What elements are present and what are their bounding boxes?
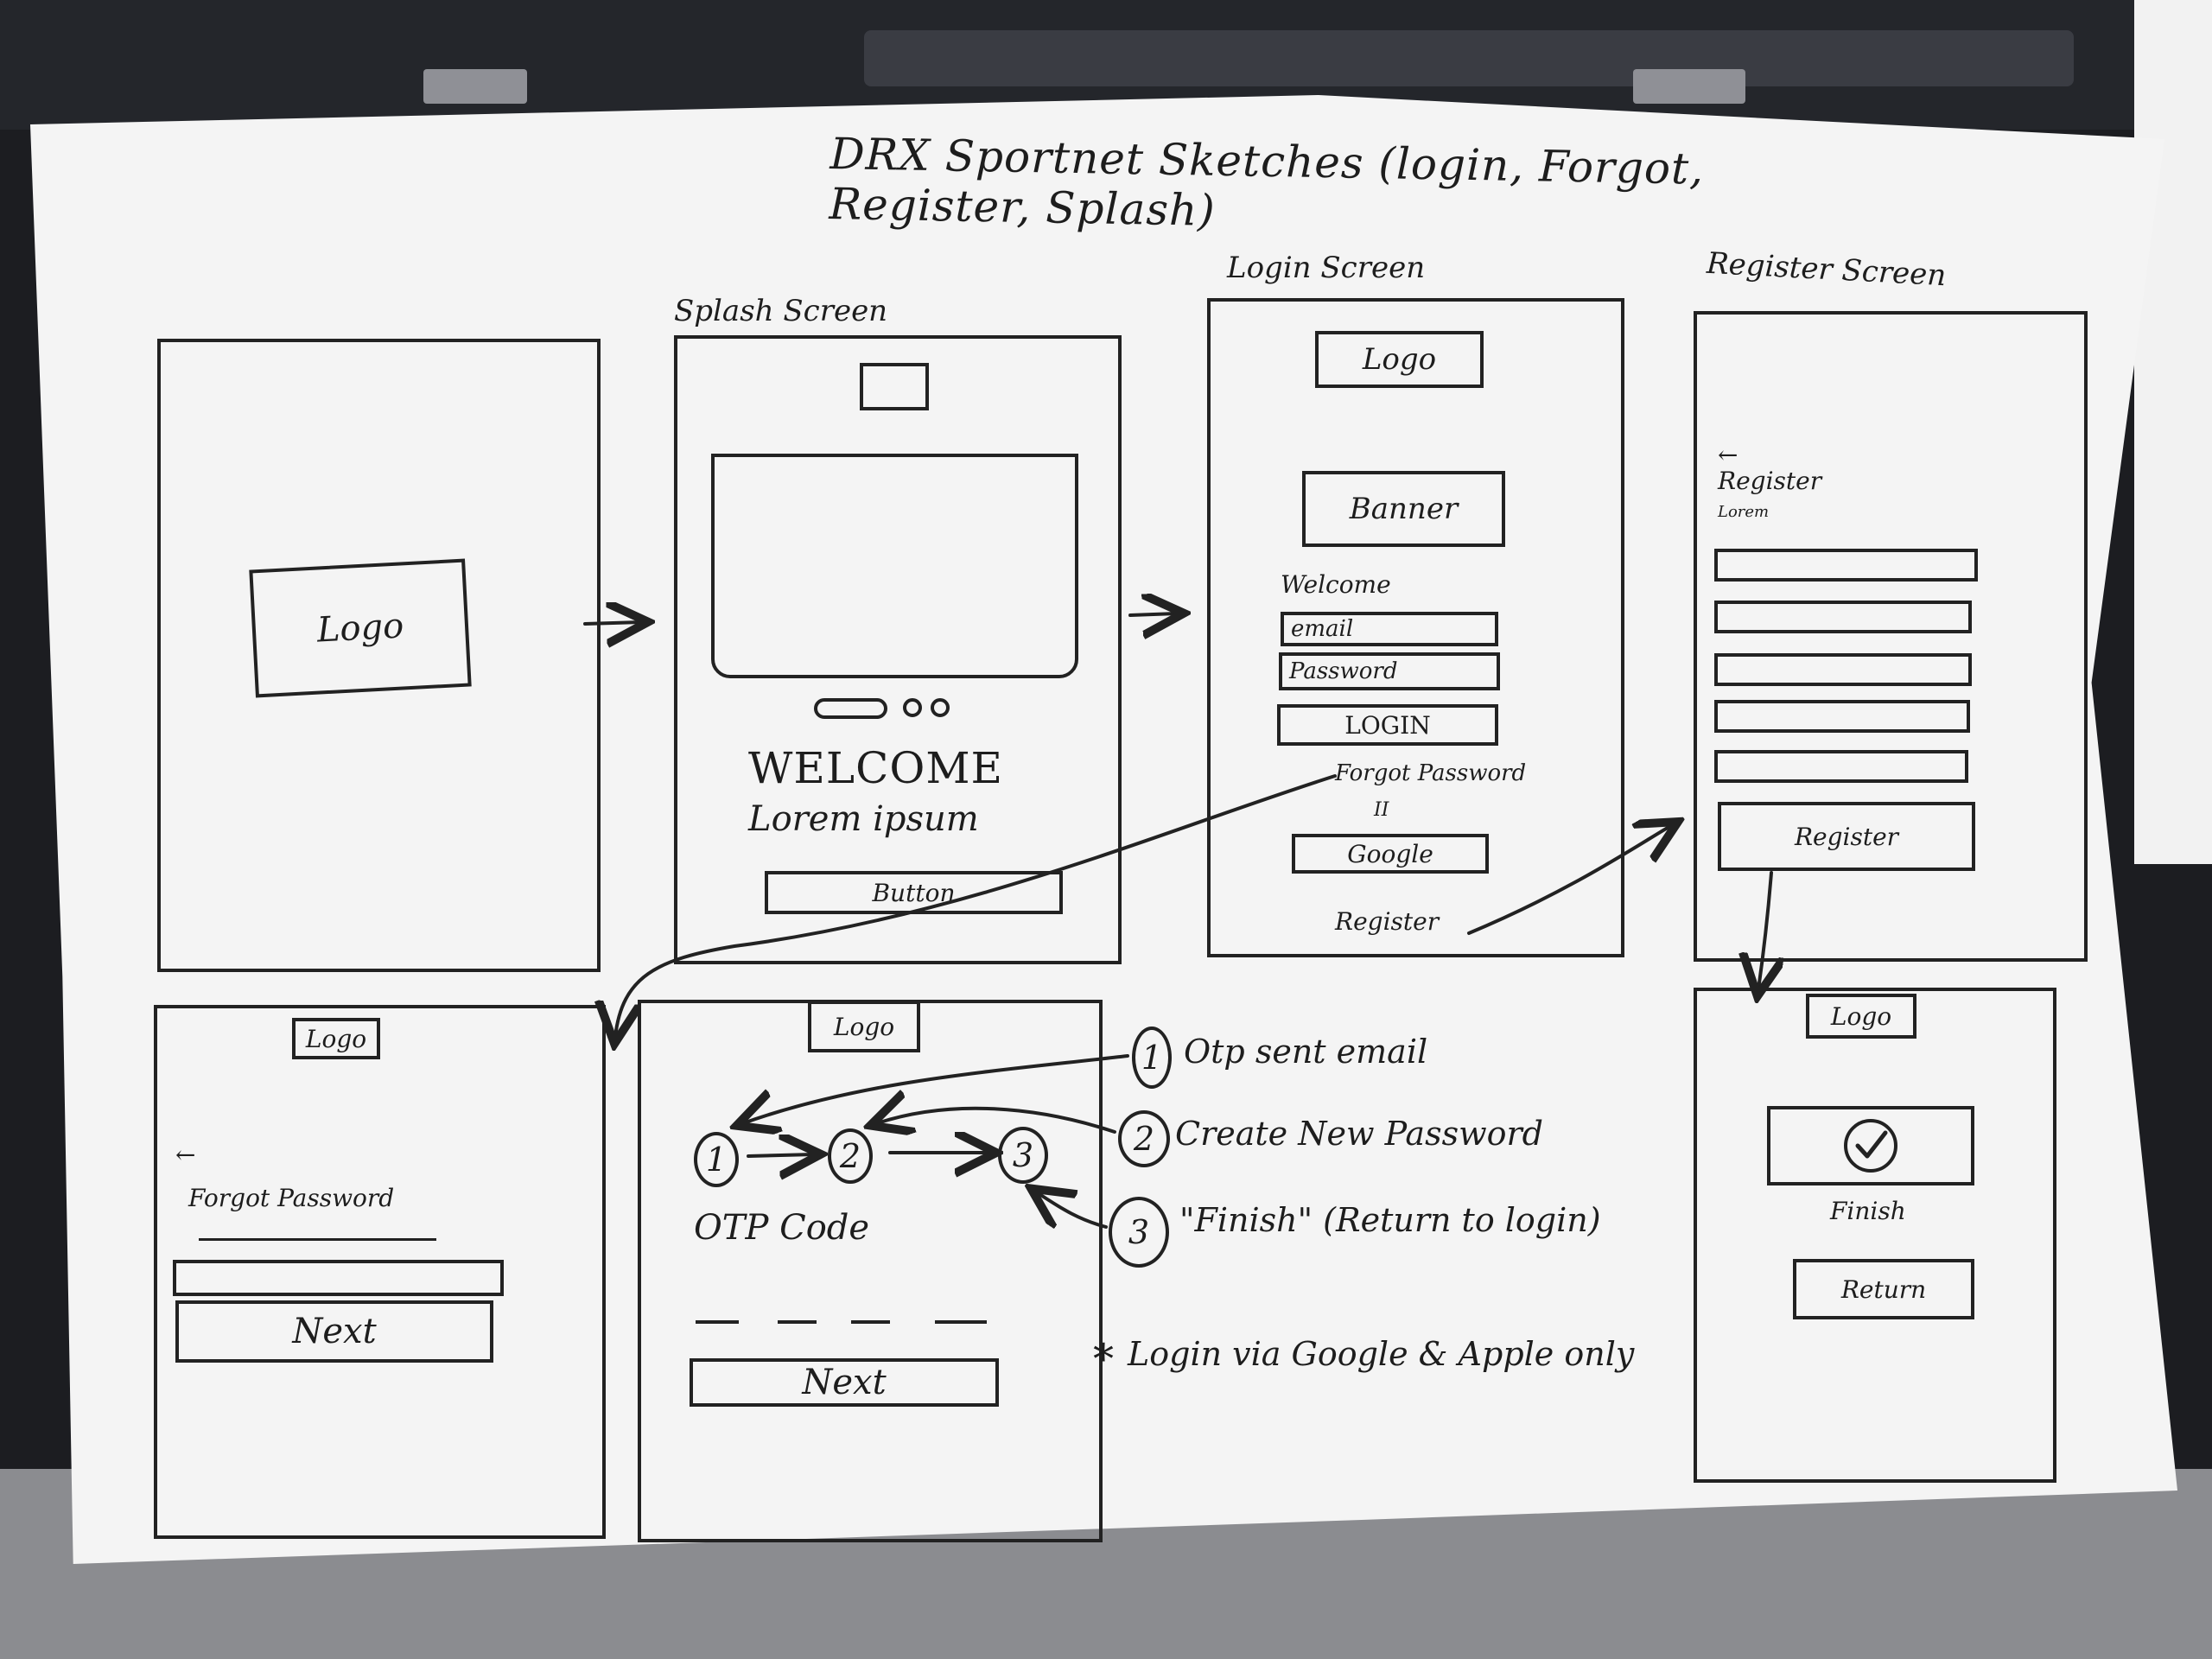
second-sheet-edge bbox=[2134, 0, 2212, 864]
otp-step-3: 3 bbox=[998, 1127, 1048, 1184]
note-star: * bbox=[1093, 1335, 1114, 1383]
otp-step-3-num: 3 bbox=[1012, 1136, 1034, 1174]
note-3: "Finish" (Return to login) bbox=[1179, 1201, 1601, 1239]
register-frame bbox=[1694, 311, 2088, 962]
register-lorem: Lorem bbox=[1718, 503, 1770, 521]
register-field-4[interactable] bbox=[1714, 700, 1970, 733]
carousel-dot[interactable] bbox=[903, 698, 922, 717]
hinge-right bbox=[1633, 69, 1745, 104]
logo-screen-logo-text: Logo bbox=[315, 606, 405, 651]
splash-button[interactable]: Button bbox=[765, 871, 1063, 914]
forgot-password-link[interactable]: Forgot Password bbox=[1335, 760, 1527, 786]
otp-step-1: 1 bbox=[694, 1132, 739, 1187]
login-heading: Login Screen bbox=[1227, 251, 1426, 285]
finish-check-box bbox=[1767, 1106, 1974, 1185]
login-frame bbox=[1207, 298, 1624, 957]
splash-welcome: WELCOME bbox=[748, 743, 1004, 793]
otp-digit-4[interactable] bbox=[935, 1320, 987, 1324]
finish-frame bbox=[1694, 988, 2056, 1483]
splash-button-label: Button bbox=[872, 878, 956, 907]
hinge-left bbox=[423, 69, 527, 104]
register-title: Register bbox=[1718, 467, 1822, 495]
splash-heading: Splash Screen bbox=[674, 294, 888, 328]
forgot-next-label: Next bbox=[292, 1312, 377, 1351]
otp-next-label: Next bbox=[802, 1363, 887, 1402]
note-4: Login via Google & Apple only bbox=[1128, 1335, 1635, 1373]
laptop-edge bbox=[864, 30, 2074, 86]
email-field[interactable]: email bbox=[1281, 612, 1498, 646]
login-welcome: Welcome bbox=[1281, 570, 1391, 599]
forgot-subtitle-line bbox=[199, 1238, 436, 1241]
splash-lorem: Lorem ipsum bbox=[748, 799, 979, 839]
note-1-num-text: 1 bbox=[1141, 1039, 1163, 1077]
splash-top-logo bbox=[860, 363, 929, 410]
register-field-5[interactable] bbox=[1714, 750, 1968, 783]
note-3-num-text: 3 bbox=[1128, 1213, 1150, 1251]
otp-logo-box: Logo bbox=[808, 1001, 920, 1052]
otp-digit-3[interactable] bbox=[851, 1320, 890, 1324]
forgot-frame bbox=[154, 1005, 606, 1539]
finish-logo-box: Logo bbox=[1806, 994, 1916, 1039]
note-1: Otp sent email bbox=[1184, 1033, 1428, 1071]
password-field[interactable]: Password bbox=[1279, 652, 1500, 690]
otp-logo-text: Logo bbox=[833, 1012, 895, 1041]
note-2-num: 2 bbox=[1118, 1110, 1170, 1167]
login-logo-text: Logo bbox=[1362, 342, 1437, 377]
register-field-3[interactable] bbox=[1714, 653, 1972, 686]
check-icon bbox=[1844, 1119, 1897, 1173]
register-link[interactable]: Register bbox=[1335, 907, 1440, 936]
register-field-1[interactable] bbox=[1714, 549, 1978, 582]
splash-image bbox=[711, 454, 1078, 678]
login-button[interactable]: LOGIN bbox=[1277, 704, 1498, 746]
otp-digit-2[interactable] bbox=[778, 1320, 817, 1324]
finish-return-button[interactable]: Return bbox=[1793, 1259, 1974, 1319]
note-2: Create New Password bbox=[1175, 1115, 1543, 1153]
finish-label: Finish bbox=[1830, 1197, 1906, 1225]
register-button-label: Register bbox=[1794, 822, 1899, 851]
logo-screen-frame bbox=[157, 339, 601, 972]
forgot-logo-text: Logo bbox=[305, 1024, 367, 1053]
forgot-next-button[interactable]: Next bbox=[175, 1300, 493, 1363]
email-field-placeholder: email bbox=[1291, 616, 1354, 642]
google-login-label: Google bbox=[1347, 839, 1433, 868]
note-3-num: 3 bbox=[1109, 1197, 1169, 1268]
google-login-button[interactable]: Google bbox=[1292, 834, 1489, 874]
logo-screen-logo-box: Logo bbox=[249, 558, 472, 698]
otp-next-button[interactable]: Next bbox=[690, 1358, 999, 1407]
login-or-divider: II bbox=[1374, 799, 1389, 821]
register-button[interactable]: Register bbox=[1718, 802, 1975, 871]
otp-frame bbox=[638, 1000, 1103, 1542]
carousel-dot[interactable] bbox=[931, 698, 950, 717]
login-button-label: LOGIN bbox=[1344, 710, 1431, 740]
finish-return-label: Return bbox=[1840, 1274, 1927, 1304]
note-2-num-text: 2 bbox=[1133, 1120, 1155, 1158]
otp-step-2-num: 2 bbox=[839, 1137, 861, 1175]
forgot-back-arrow[interactable]: ← bbox=[175, 1141, 196, 1169]
sheet-title: DRX Sportnet Sketches (login, Forgot, Re… bbox=[829, 129, 1705, 236]
register-field-2[interactable] bbox=[1714, 601, 1972, 633]
forgot-logo-box: Logo bbox=[292, 1018, 380, 1059]
forgot-email-field[interactable] bbox=[173, 1260, 504, 1296]
otp-code-label: OTP Code bbox=[694, 1208, 870, 1248]
login-banner: Banner bbox=[1302, 471, 1505, 547]
otp-digit-1[interactable] bbox=[696, 1320, 739, 1324]
carousel-dot-active[interactable] bbox=[814, 698, 887, 719]
password-field-placeholder: Password bbox=[1289, 658, 1398, 684]
forgot-title: Forgot Password bbox=[188, 1184, 395, 1212]
otp-step-2: 2 bbox=[828, 1128, 873, 1184]
note-1-num: 1 bbox=[1132, 1027, 1172, 1089]
finish-logo-text: Logo bbox=[1830, 1001, 1892, 1031]
register-back-arrow[interactable]: ← bbox=[1718, 441, 1738, 469]
login-banner-text: Banner bbox=[1349, 492, 1459, 526]
otp-step-1-num: 1 bbox=[705, 1141, 728, 1179]
login-logo-box: Logo bbox=[1315, 331, 1484, 388]
